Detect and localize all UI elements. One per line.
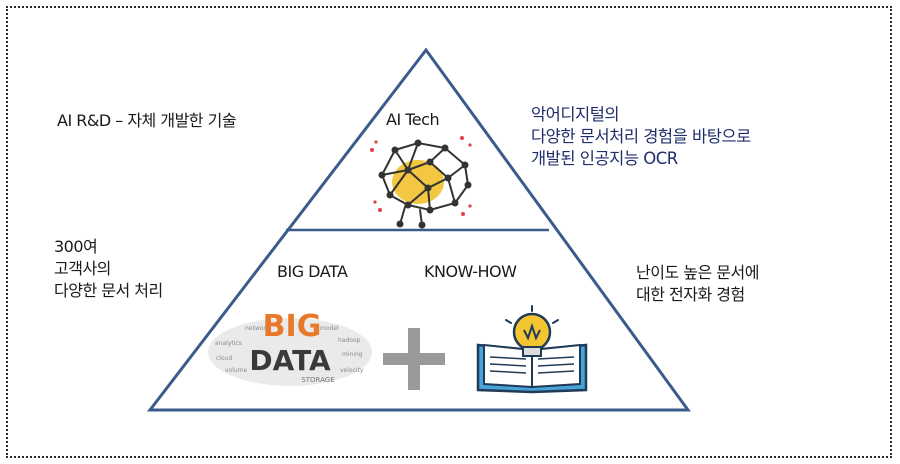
left-bottom-text: 300여 고객사의 다양한 문서 처리 [54, 236, 163, 302]
dotted-frame [6, 6, 892, 458]
svg-text:network: network [245, 325, 270, 332]
svg-text:model: model [320, 325, 339, 332]
left-bottom-line: 다양한 문서 처리 [54, 281, 163, 300]
base-left-label: BIG DATA [277, 262, 348, 281]
svg-text:cloud: cloud [216, 355, 232, 362]
big-data-logo-big: BIG [263, 309, 322, 344]
base-right-label: KNOW-HOW [424, 262, 517, 281]
svg-text:velocity: velocity [340, 367, 364, 374]
left-bottom-line: 300여 [54, 237, 98, 256]
right-bottom-text: 난이도 높은 문서에 대한 전자화 경험 [636, 262, 759, 306]
right-bottom-line: 난이도 높은 문서에 [636, 263, 759, 282]
right-top-line: 개발된 인공지능 OCR [531, 149, 678, 168]
right-top-text: 악어디지털의 다양한 문서처리 경험을 바탕으로 개발된 인공지능 OCR [531, 104, 751, 170]
svg-text:analytics: analytics [215, 340, 242, 347]
plus-icon [383, 328, 445, 390]
big-data-logo-storage: STORAGE [301, 376, 334, 384]
book-lightbulb-icon [476, 305, 588, 394]
apex-label: AI Tech [386, 110, 440, 129]
left-bottom-line: 고객사의 [54, 259, 111, 278]
big-data-word-cloud: analytics cloud hadoop mining volume veloci… [208, 309, 372, 386]
right-top-line: 악어디지털의 [531, 105, 620, 124]
brain-network-icon [370, 136, 472, 229]
left-top-text: AI R&D – 자체 개발한 기술 [57, 111, 237, 130]
right-top-line: 다양한 문서처리 경험을 바탕으로 [531, 127, 751, 146]
svg-text:mining: mining [342, 351, 363, 358]
right-bottom-line: 대한 전자화 경험 [636, 285, 745, 304]
svg-text:hadoop: hadoop [338, 337, 361, 344]
big-data-logo-data: DATA [249, 344, 331, 377]
svg-text:volume: volume [225, 367, 248, 374]
